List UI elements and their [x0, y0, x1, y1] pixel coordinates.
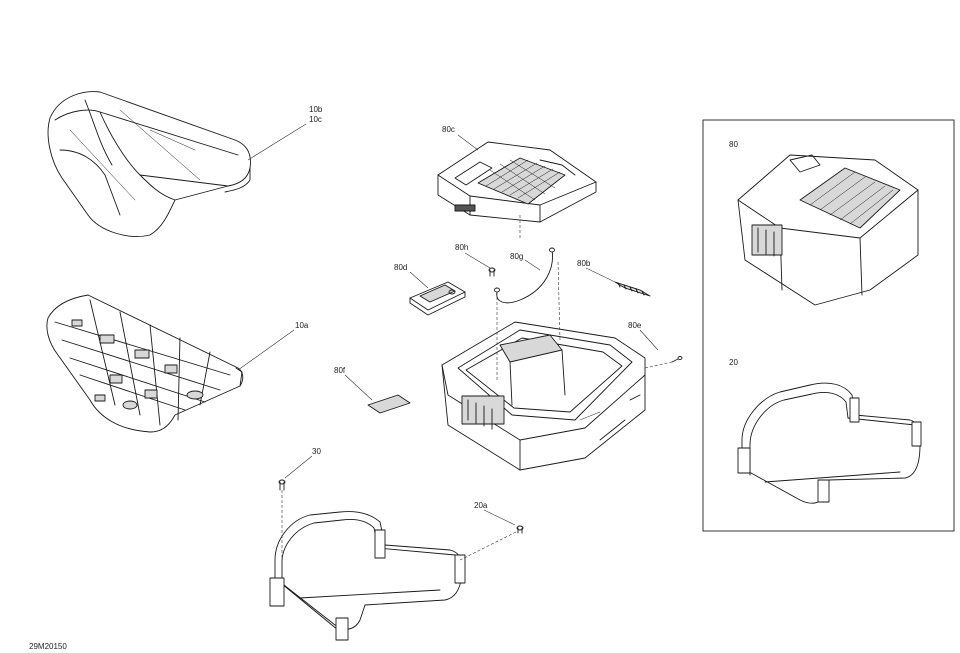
storage-lid[interactable] [437, 141, 597, 223]
callout-20: 20 [729, 358, 738, 367]
inset-storage-assembly[interactable] [737, 154, 919, 306]
inset-frame-assembly[interactable] [737, 382, 922, 504]
callout-10a: 10a [295, 321, 309, 330]
leader-lines [237, 123, 673, 575]
callout-10b: 10b [309, 105, 323, 114]
warning-label[interactable] [367, 394, 411, 414]
bin-bolt[interactable] [278, 479, 286, 491]
latch-plate[interactable] [409, 281, 466, 316]
seat-base[interactable] [46, 294, 244, 433]
callout-80h: 80h [455, 243, 468, 252]
inset-frame-border [702, 119, 955, 532]
callout-10c: 10c [309, 115, 322, 124]
seat-frame[interactable] [269, 511, 466, 641]
hinge[interactable] [614, 281, 651, 297]
screw-80e[interactable] [671, 356, 683, 363]
callout-80: 80 [729, 140, 738, 149]
callout-20a: 20a [474, 501, 488, 510]
diagram-reference-code: 29M20150 [29, 642, 67, 651]
lid-screw[interactable] [488, 267, 496, 277]
callout-30: 30 [312, 447, 321, 456]
cable[interactable] [494, 247, 555, 304]
callout-80e: 80e [628, 321, 642, 330]
callout-80b: 80b [577, 259, 591, 268]
frame-screw[interactable] [516, 525, 524, 534]
callout-80g: 80g [510, 252, 523, 261]
callout-80f: 80f [334, 366, 346, 375]
callout-80c: 80c [442, 125, 455, 134]
callout-80d: 80d [394, 263, 407, 272]
seat-cushion[interactable] [47, 91, 251, 237]
storage-bin[interactable] [441, 321, 646, 471]
